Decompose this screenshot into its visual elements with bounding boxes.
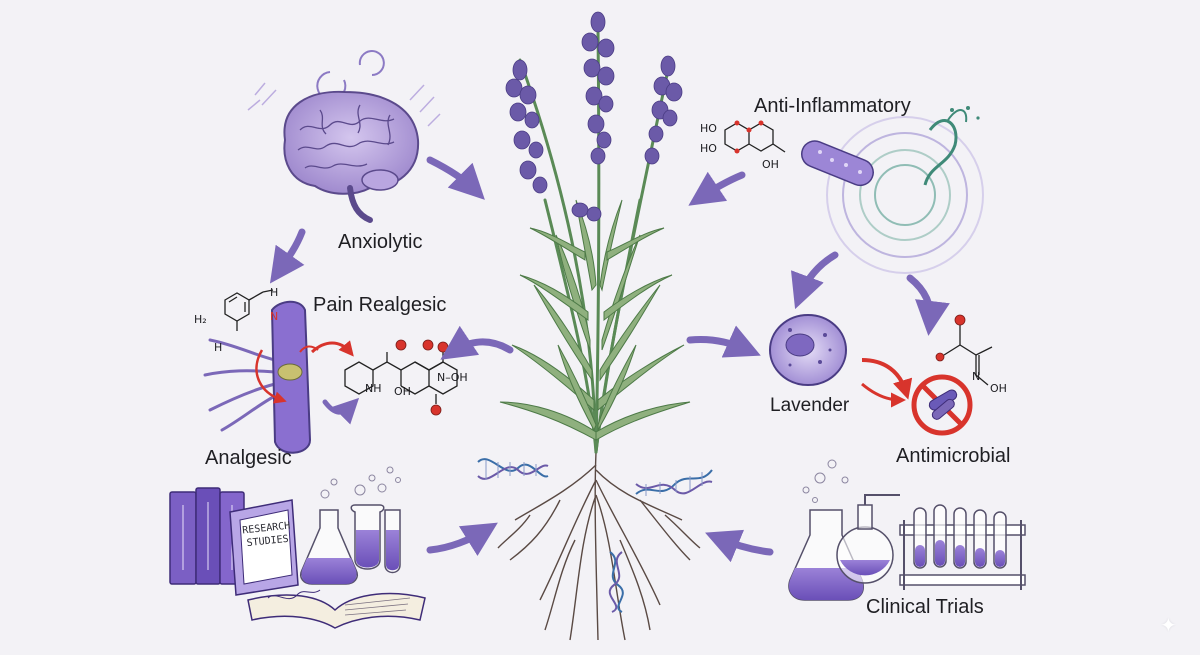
chem-ho: HO: [700, 142, 717, 155]
flask-icon: [300, 466, 401, 585]
arrow-plant-to-cell: [686, 325, 761, 358]
chem-n: N: [270, 310, 279, 323]
arrow-books-to-plant: [426, 522, 498, 556]
leaves: [499, 199, 691, 441]
flask-icon: [788, 459, 900, 601]
dna-icon: [635, 469, 713, 496]
arrow-swirl-to-cell: [790, 251, 839, 310]
prohibited-icon: [911, 374, 973, 436]
antimicrobial-molecule: [943, 325, 993, 386]
dna-icon: [477, 458, 549, 480]
chem-n-oh: N–OH: [437, 371, 468, 384]
roots: [497, 451, 701, 641]
oxygen-atoms: [935, 314, 966, 362]
arrow-nerve-to-molecule: [322, 397, 360, 425]
chem-oh: OH: [394, 385, 411, 398]
oxygen-atoms: [734, 120, 764, 154]
arrow-swirl-to-antimicrobial: [906, 274, 950, 336]
dna-icon: [608, 551, 624, 613]
books-icon: [169, 487, 426, 629]
benzene-molecule: [224, 289, 274, 331]
swirl-icon: [826, 106, 984, 274]
chem-nh: NH: [365, 382, 382, 395]
chem-oh: OH: [762, 158, 779, 171]
label-pain-realgesic: Pain Realgesic: [313, 294, 447, 316]
brain-icon: [247, 50, 441, 223]
flower-spike-right: [644, 55, 683, 165]
arrow-brain-to-plant: [426, 156, 485, 200]
flower-spike-left: [505, 59, 548, 194]
label-antimicrobial: Antimicrobial: [896, 445, 1011, 467]
cell-icon: [769, 314, 847, 386]
chem-h: H: [214, 341, 223, 354]
bacteria-icon: [800, 140, 874, 187]
arrow-plant-to-pain: [440, 325, 514, 360]
label-clinical-trials: Clinical Trials: [866, 596, 984, 618]
chem-h2: H₂: [194, 313, 207, 326]
label-lavender: Lavender: [770, 395, 850, 416]
arrow-brain-to-nerve: [269, 228, 306, 284]
label-anti-inflammatory: Anti-Inflammatory: [754, 95, 911, 117]
test-tube-rack-icon: [899, 504, 1026, 590]
chem-n: N: [972, 370, 981, 383]
red-arrow: [310, 340, 354, 357]
flow-arrows: [269, 156, 950, 563]
arrow-bacteria-to-plant: [688, 171, 746, 206]
chem-ho: HO: [700, 122, 717, 135]
label-anxiolytic: Anxiolytic: [338, 231, 423, 253]
anti-inflammatory-molecule: [724, 122, 786, 153]
flower-spike-middle: [571, 11, 615, 222]
sparkle-icon: ✦: [1160, 615, 1177, 637]
arrow-clinical-to-plant: [705, 529, 774, 563]
red-arrow: [861, 382, 906, 408]
chem-h: H: [270, 286, 279, 299]
label-analgesic: Analgesic: [205, 447, 292, 469]
lavender-plant-icon: [497, 11, 701, 641]
nerve-icon: [203, 300, 319, 454]
chem-oh: OH: [990, 382, 1007, 395]
red-arrow: [861, 358, 913, 400]
